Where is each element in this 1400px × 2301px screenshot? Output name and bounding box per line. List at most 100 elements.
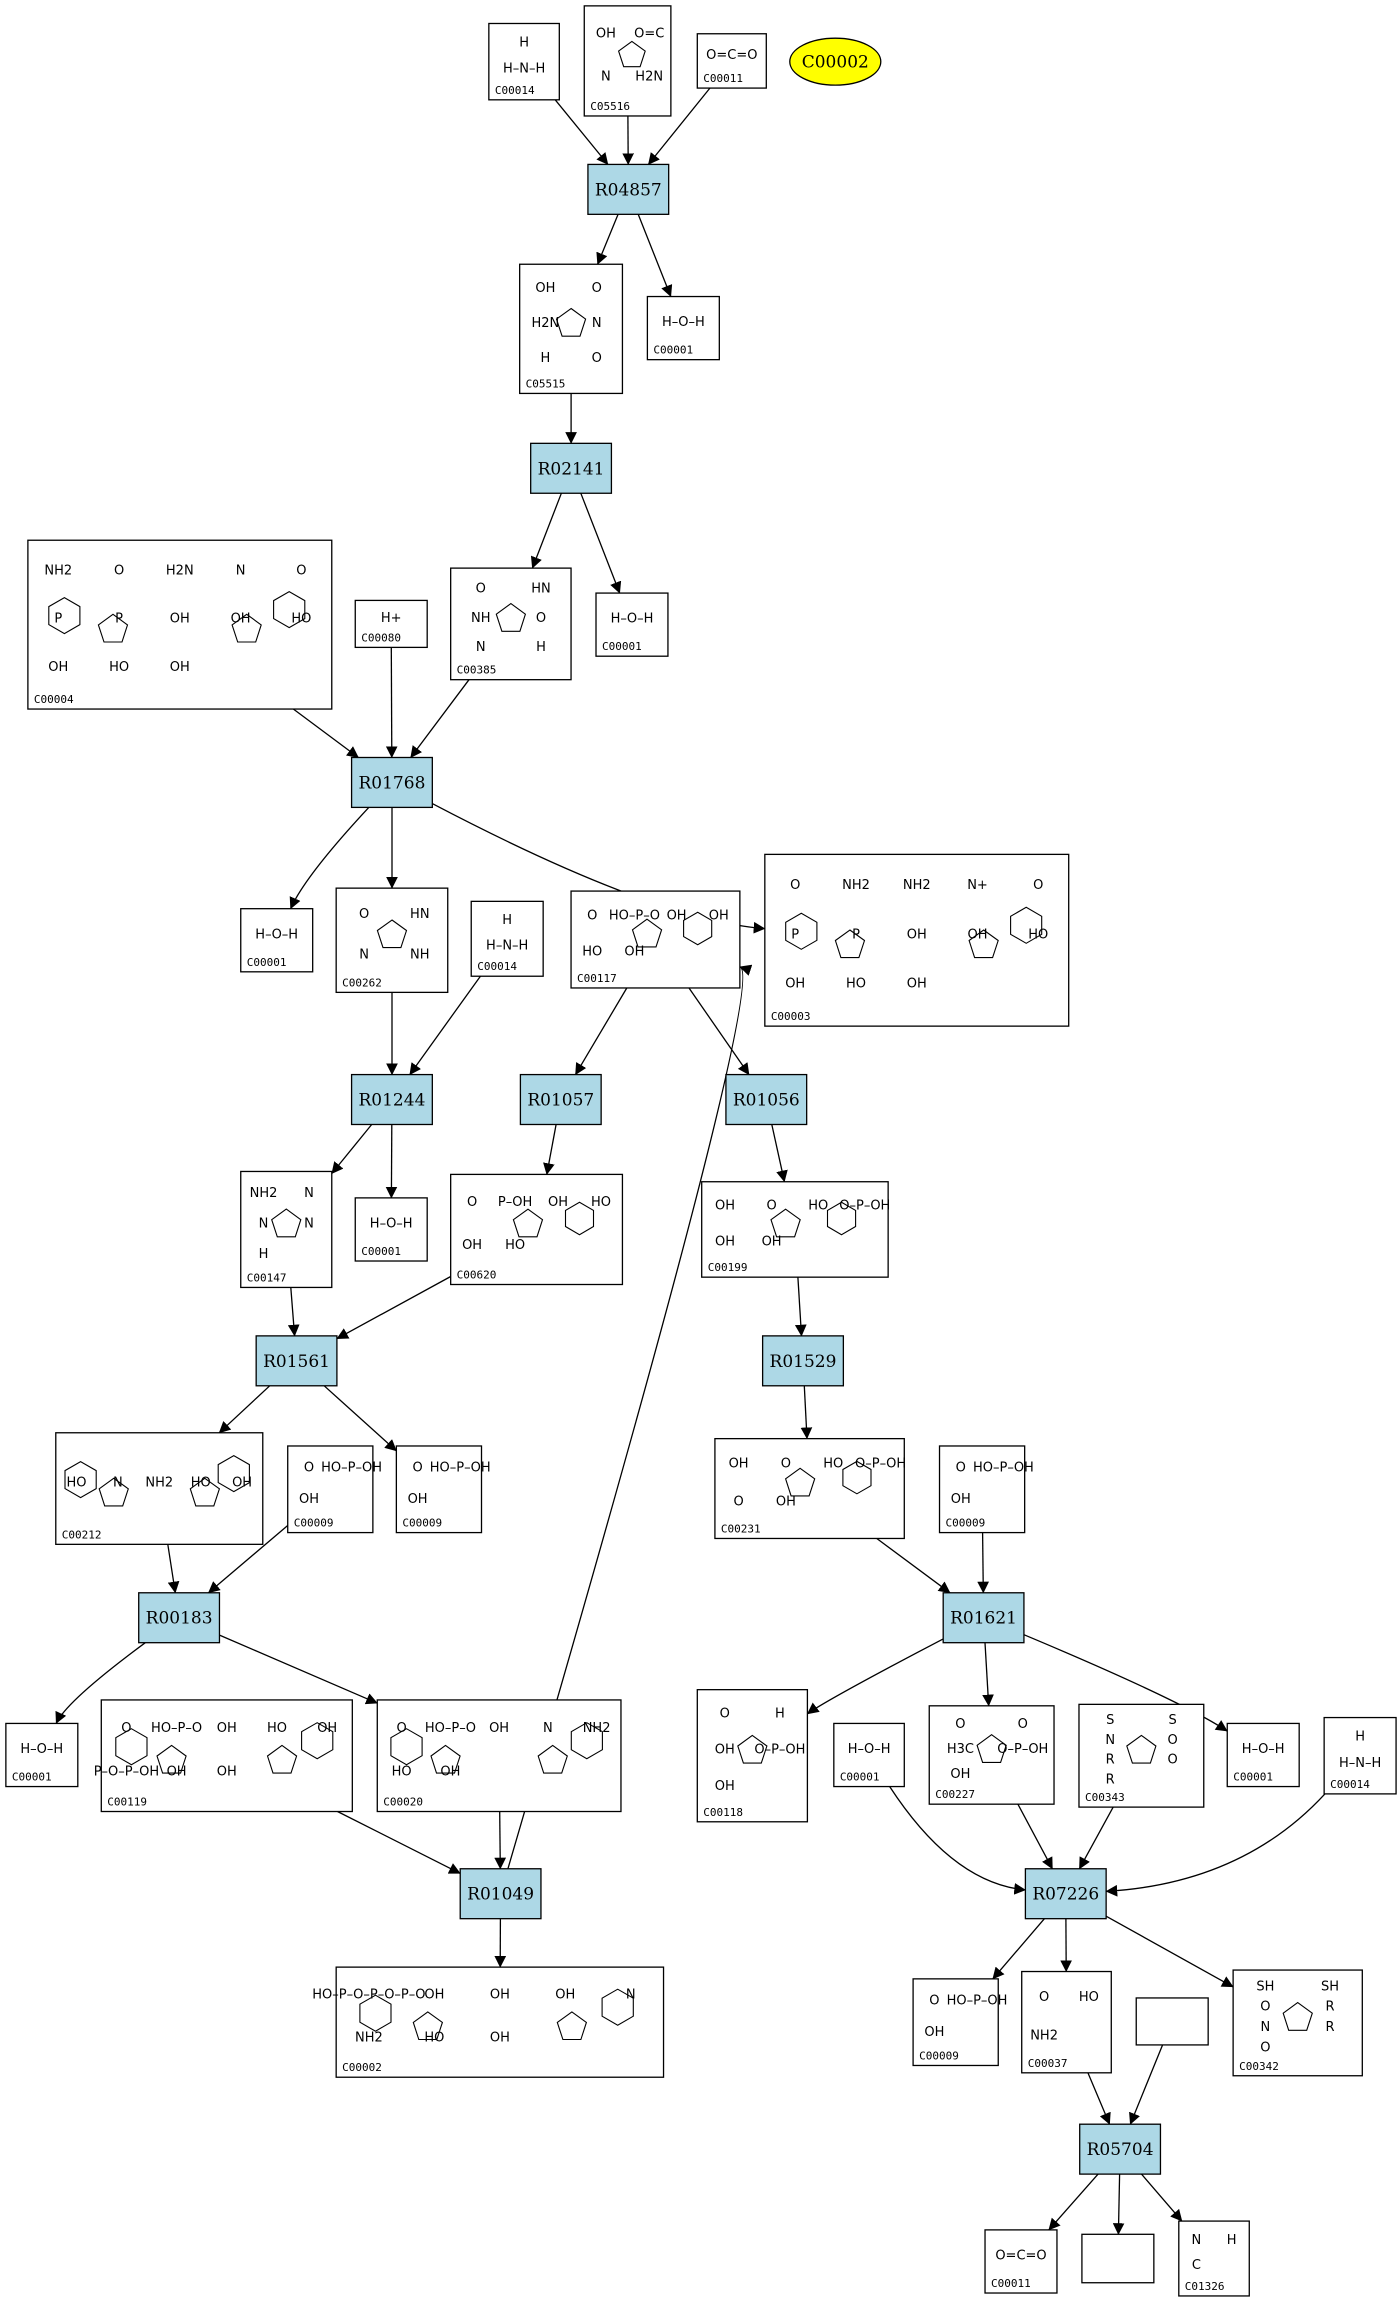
chem-atom-label: NH2 xyxy=(583,1721,611,1736)
edge-r01057-to-c00620 xyxy=(543,1124,557,1175)
reaction-node-r01768[interactable]: R01768 xyxy=(350,756,433,809)
reaction-label: R00183 xyxy=(146,1609,213,1629)
compound-label: C00020 xyxy=(383,1796,423,1809)
reaction-node-r01244[interactable]: R01244 xyxy=(350,1073,433,1126)
ring-shape xyxy=(156,1744,187,1774)
chem-atom-label: H–N–H xyxy=(503,62,545,77)
edge-r05704-to-c00011b xyxy=(1048,2173,1099,2231)
reaction-node-r00183[interactable]: R00183 xyxy=(138,1592,221,1644)
reaction-node-r01049[interactable]: R01049 xyxy=(459,1868,542,1920)
reaction-node-r01057[interactable]: R01057 xyxy=(519,1073,602,1126)
compound-box xyxy=(912,1978,999,2067)
reaction-node-r01056[interactable]: R01056 xyxy=(725,1073,808,1126)
chem-atom-label: H–O–H xyxy=(20,1742,63,1757)
reaction-label: R01529 xyxy=(770,1352,837,1372)
ring-shape xyxy=(737,1734,768,1764)
chem-atom-label: O xyxy=(359,907,369,922)
highlight-compound[interactable]: C00002 xyxy=(789,37,882,86)
reaction-node-r01621[interactable]: R01621 xyxy=(942,1592,1025,1644)
reaction-box xyxy=(530,442,613,494)
compound-node-blank2[interactable] xyxy=(1081,2233,1155,2284)
compound-box xyxy=(938,1445,1026,1534)
reaction-node-r01561[interactable]: R01561 xyxy=(255,1335,338,1387)
edge-c00009a-to-r00183 xyxy=(208,1525,289,1594)
chem-atom-label: OH xyxy=(785,977,805,992)
edge-r00183-to-c00001e xyxy=(55,1642,146,1724)
reaction-node-r05704[interactable]: R05704 xyxy=(1079,2123,1162,2175)
chem-atom-label: P–O–P–OH xyxy=(94,1765,159,1780)
reaction-box xyxy=(761,1335,845,1387)
chem-atom-label: O xyxy=(121,1721,131,1736)
edge-r05704-to-c01326 xyxy=(1141,2173,1183,2222)
reaction-box xyxy=(587,163,670,215)
chem-atom-label: O xyxy=(114,563,124,578)
edge-r01529-to-c00231 xyxy=(800,1385,813,1440)
compound-label: C00342 xyxy=(1239,2060,1279,2073)
chem-atom-label: OH xyxy=(299,1492,319,1507)
chem-atom-label: N xyxy=(1192,2233,1202,2248)
compound-node-blank1[interactable] xyxy=(1135,1997,1209,2046)
reaction-label: R01244 xyxy=(359,1091,426,1111)
ring-shape xyxy=(976,1734,1007,1763)
reaction-node-r02141[interactable]: R02141 xyxy=(530,442,613,494)
compound-label: C00199 xyxy=(708,1261,748,1274)
chem-atom-label: O xyxy=(592,281,602,296)
ring-shape xyxy=(231,613,262,643)
reaction-node-r04857[interactable]: R04857 xyxy=(587,163,670,215)
ring-shape xyxy=(683,911,713,946)
compound-box xyxy=(488,22,560,101)
reaction-node-r01529[interactable]: R01529 xyxy=(761,1335,845,1387)
compound-label: C00118 xyxy=(703,1806,743,1819)
chem-atom-label: OH xyxy=(170,612,190,627)
edge-r07226-to-c00342 xyxy=(1105,1915,1234,1988)
chem-atom-label: H–O–H xyxy=(848,1742,891,1757)
reaction-node-r07226[interactable]: R07226 xyxy=(1024,1868,1107,1920)
ring-shape xyxy=(617,40,646,68)
chem-atom-label: HO xyxy=(582,945,602,960)
chem-atom-label: O=C=O xyxy=(706,48,757,63)
compound-node-c00080[interactable]: H+C00080 xyxy=(354,599,428,649)
compound-box xyxy=(1021,1970,1112,2074)
chem-atom-label: R xyxy=(1106,1772,1115,1787)
chem-atom-label: HO–P–OH xyxy=(321,1461,382,1476)
compound-label: C00080 xyxy=(361,631,401,644)
